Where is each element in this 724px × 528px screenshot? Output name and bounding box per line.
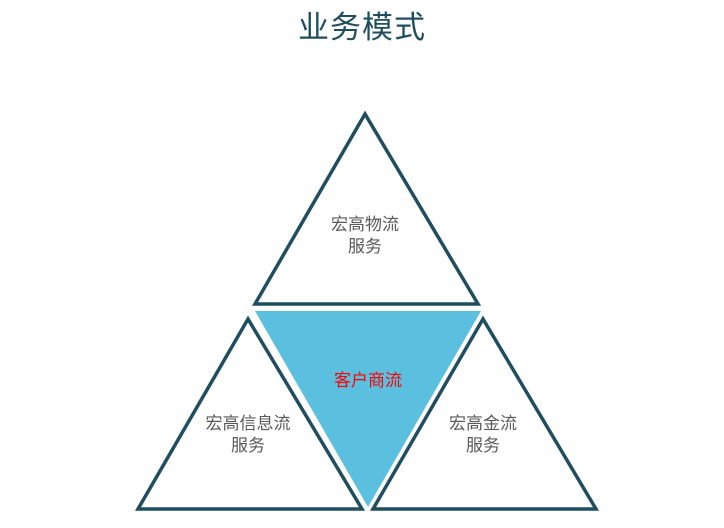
label-right-finance: 宏高金流 服务 bbox=[423, 413, 543, 457]
label-left-information: 宏高信息流 服务 bbox=[188, 413, 308, 457]
triangle-top-logistics bbox=[251, 110, 482, 306]
triangle-right-finance bbox=[369, 315, 600, 511]
label-left-line1: 宏高信息流 bbox=[205, 414, 291, 434]
label-top-line2: 服务 bbox=[348, 237, 382, 257]
label-right-line1: 宏高金流 bbox=[449, 414, 517, 434]
triangle-left-information bbox=[134, 315, 366, 511]
label-center-line1: 客户商流 bbox=[334, 371, 402, 391]
label-left-line2: 服务 bbox=[231, 436, 265, 456]
label-center-customer: 客户商流 bbox=[308, 370, 428, 392]
label-right-line2: 服务 bbox=[466, 436, 500, 456]
triangle-center-customer bbox=[255, 311, 481, 507]
page-title: 业务模式 bbox=[298, 10, 426, 46]
label-top-line1: 宏高物流 bbox=[331, 215, 399, 235]
label-top-logistics: 宏高物流 服务 bbox=[305, 214, 425, 258]
